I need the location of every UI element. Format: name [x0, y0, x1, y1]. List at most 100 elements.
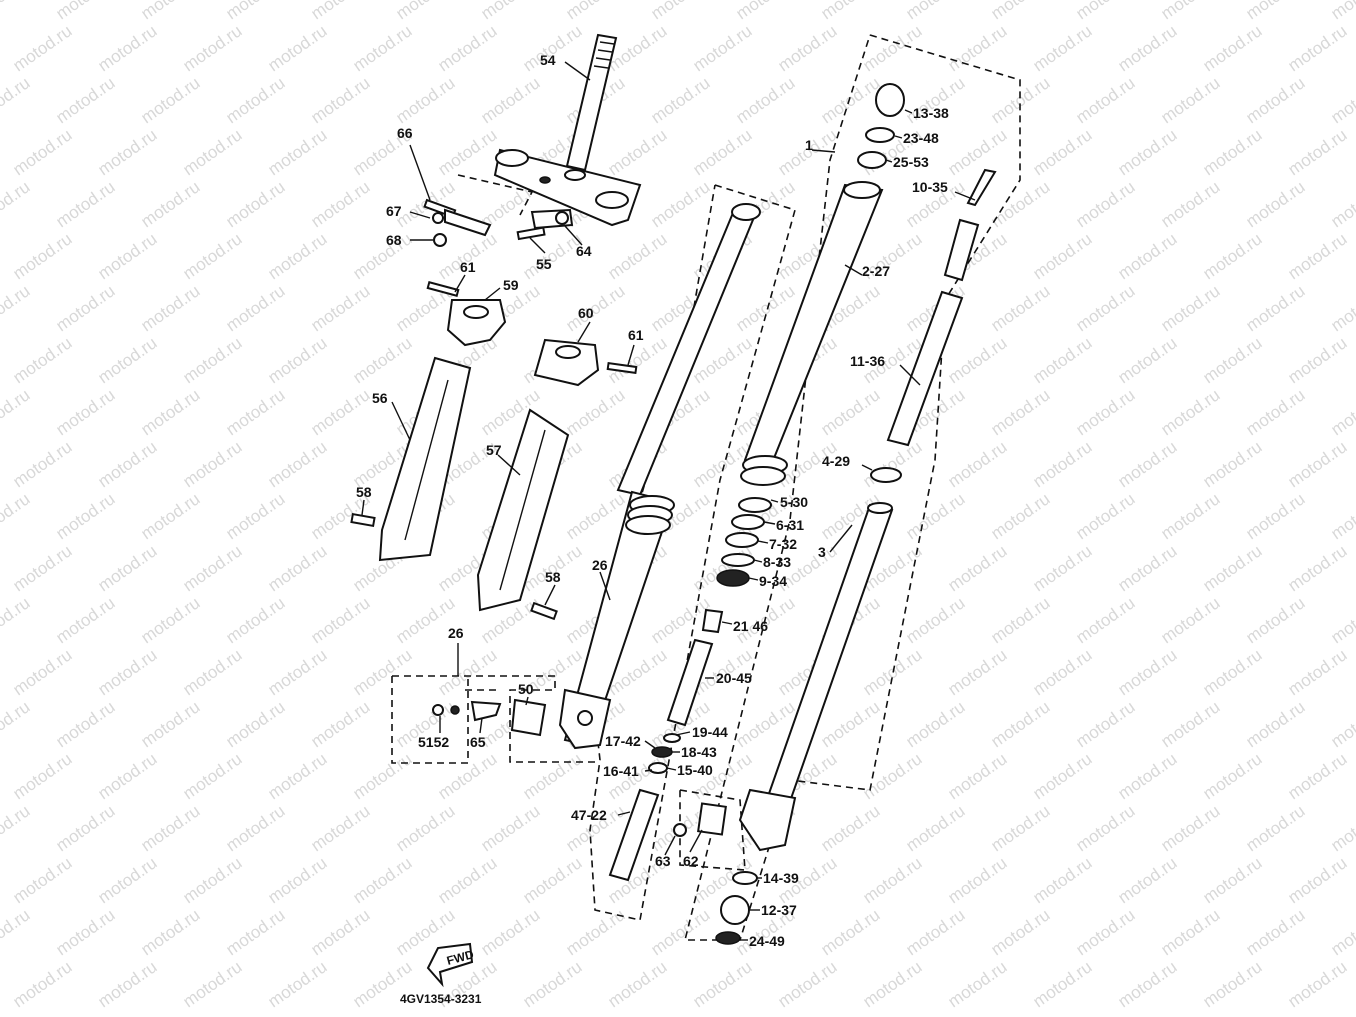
watermark-text-319: motod.ru [1073, 905, 1139, 959]
watermark-text-309: motod.ru [223, 905, 289, 959]
watermark-text-336: motod.ru [1115, 957, 1181, 1011]
watermark-text-42: motod.ru [648, 73, 714, 127]
watermark-text-111: motod.ru [733, 281, 799, 335]
right-axle-bracket [738, 788, 797, 852]
watermark-text-19: motod.ru [180, 21, 246, 75]
watermark-text-276: motod.ru [308, 801, 374, 855]
watermark-text-287: motod.ru [1243, 801, 1309, 855]
label-55: 55 [536, 256, 552, 272]
label-15-40: 15-40 [677, 762, 713, 778]
watermark-text-138: motod.ru [138, 385, 204, 439]
watermark-text-1: motod.ru [53, 0, 119, 23]
watermark-text-221: motod.ru [10, 645, 76, 699]
label-11-36: 11-36 [850, 353, 885, 369]
watermark-text-171: motod.ru [53, 489, 119, 543]
watermark-text-3: motod.ru [223, 0, 289, 23]
watermark-text-109: motod.ru [563, 281, 629, 335]
watermark-text-44: motod.ru [818, 73, 884, 127]
watermark-text-85: motod.ru [10, 229, 76, 283]
watermark-text-337: motod.ru [1200, 957, 1266, 1011]
bolt-58-left [350, 512, 376, 528]
watermark-text-2: motod.ru [138, 0, 204, 23]
damper-rod-20 [666, 638, 714, 727]
watermark-text-269: motod.ru [1200, 749, 1266, 803]
cap-bolt-13 [875, 83, 905, 117]
watermark-text-177: motod.ru [563, 489, 629, 543]
label-61-right: 61 [628, 327, 644, 343]
watermark-text-81: motod.ru [1073, 177, 1139, 231]
watermark-text-234: motod.ru [1115, 645, 1181, 699]
watermark-text-64: motod.ru [1115, 125, 1181, 179]
spring-seat-4 [870, 467, 902, 483]
right-fork-leg [608, 83, 997, 945]
watermark-text-43: motod.ru [733, 73, 799, 127]
watermark-text-330: motod.ru [605, 957, 671, 1011]
bolt-58-right [530, 601, 558, 621]
washer-51 [432, 704, 444, 716]
watermark-text-36: motod.ru [138, 73, 204, 127]
adjuster-10 [943, 218, 980, 282]
watermark-text-259: motod.ru [350, 749, 416, 803]
watermark-text-29: motod.ru [1030, 21, 1096, 75]
watermark-text-51: motod.ru [10, 125, 76, 179]
watermark-text-291: motod.ru [180, 853, 246, 907]
watermark-text-204: motod.ru [0, 593, 33, 647]
label-62: 62 [683, 853, 699, 869]
watermark-text-166: motod.ru [1115, 437, 1181, 491]
watermark-text-312: motod.ru [478, 905, 544, 959]
watermark-text-267: motod.ru [1030, 749, 1096, 803]
watermark-text-307: motod.ru [53, 905, 119, 959]
watermark-text-32: motod.ru [1285, 21, 1351, 75]
watermark-text-163: motod.ru [860, 437, 926, 491]
watermark-text-220: motod.ru [1328, 593, 1356, 647]
watermark-text-122: motod.ru [265, 333, 331, 387]
watermark-text-270: motod.ru [1285, 749, 1351, 803]
watermark-text-49: motod.ru [1243, 73, 1309, 127]
label-66: 66 [397, 125, 413, 141]
watermark-text-86: motod.ru [95, 229, 161, 283]
steering-stem [565, 33, 618, 172]
watermark-text-240: motod.ru [138, 697, 204, 751]
watermark-text-71: motod.ru [223, 177, 289, 231]
watermark-text-216: motod.ru [988, 593, 1054, 647]
watermark-text-72: motod.ru [308, 177, 374, 231]
watermark-text-154: motod.ru [95, 437, 161, 491]
label-63: 63 [655, 853, 671, 869]
bolt-68 [433, 233, 447, 247]
watermark-text-116: motod.ru [1158, 281, 1224, 335]
watermark-text-98: motod.ru [1115, 229, 1181, 283]
watermark-text-76: motod.ru [648, 177, 714, 231]
label-47-22: 47-22 [571, 807, 607, 823]
watermark-text-187: motod.ru [10, 541, 76, 595]
watermark-text-150: motod.ru [1158, 385, 1224, 439]
right-tube-top [843, 181, 881, 199]
watermark-text-326: motod.ru [265, 957, 331, 1011]
fork-guards [350, 356, 570, 621]
watermark-text-236: motod.ru [1285, 645, 1351, 699]
watermark-text-232: motod.ru [945, 645, 1011, 699]
watermark-text-70: motod.ru [138, 177, 204, 231]
leader-lines [361, 61, 976, 941]
watermark-text-25: motod.ru [690, 21, 756, 75]
watermark-text-172: motod.ru [138, 489, 204, 543]
watermark-text-165: motod.ru [1030, 437, 1096, 491]
holder-60-hole [555, 345, 581, 359]
watermark-text-208: motod.ru [308, 593, 374, 647]
watermark-text-11: motod.ru [903, 0, 969, 23]
watermark-text-103: motod.ru [53, 281, 119, 335]
watermark-text-153: motod.ru [10, 437, 76, 491]
watermark-text-302: motod.ru [1115, 853, 1181, 907]
dust-seal-5 [738, 497, 772, 513]
label-10-35: 10-35 [912, 179, 948, 195]
watermark-text-54: motod.ru [265, 125, 331, 179]
watermark-text-207: motod.ru [223, 593, 289, 647]
watermark-text-317: motod.ru [903, 905, 969, 959]
label-13-38: 13-38 [913, 105, 949, 121]
watermark-text-186: motod.ru [1328, 489, 1356, 543]
watermark-text-9: motod.ru [733, 0, 799, 23]
label-58-left: 58 [356, 484, 372, 500]
watermark-text-18: motod.ru [95, 21, 161, 75]
watermark-text-167: motod.ru [1200, 437, 1266, 491]
